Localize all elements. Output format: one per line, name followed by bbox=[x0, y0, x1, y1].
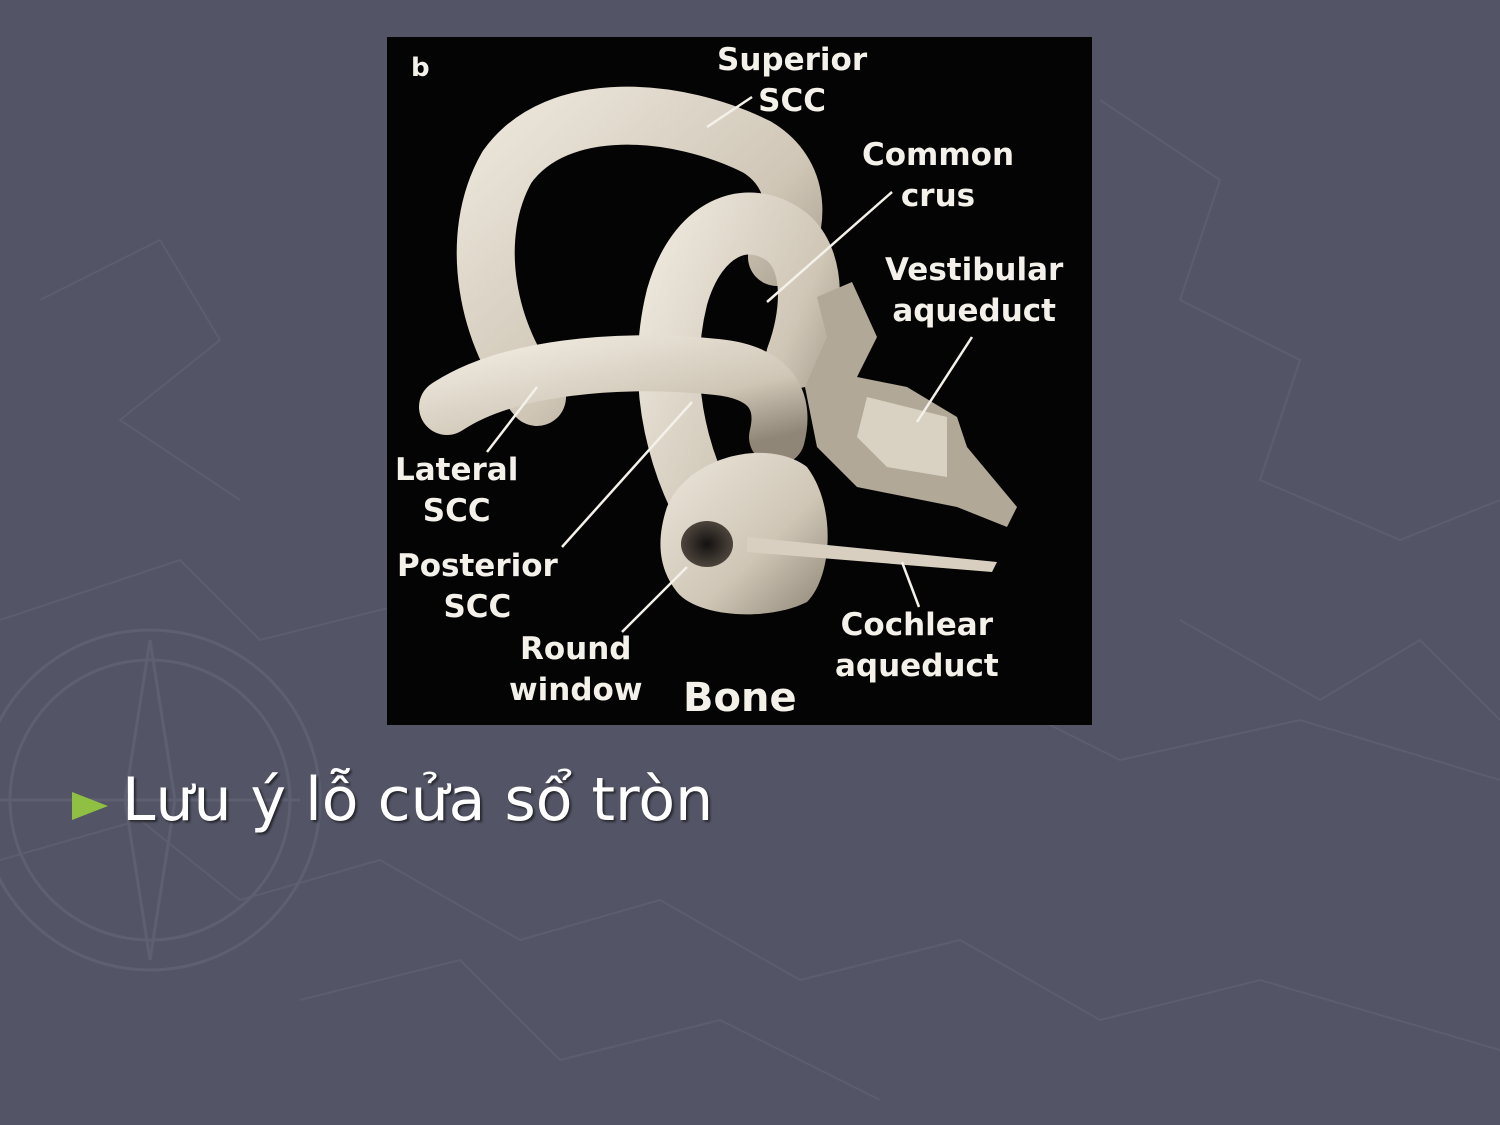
round-window-opening bbox=[681, 521, 733, 567]
inner-ear-illustration bbox=[419, 86, 1017, 633]
cochlear-aqueduct-shape bbox=[747, 537, 997, 572]
superior-canal-shape bbox=[456, 86, 823, 426]
posterior-canal-shape bbox=[637, 192, 840, 588]
vestibule-shape bbox=[660, 452, 828, 615]
lateral-canal-shape bbox=[419, 335, 808, 465]
triangle-bullet-icon bbox=[72, 792, 108, 820]
vestibular-aqueduct-shape bbox=[805, 282, 1017, 527]
panel-letter: b bbox=[411, 53, 430, 83]
bullet-text: Lưu ý lỗ cửa sổ tròn bbox=[122, 765, 714, 835]
figure-caption-bone: Bone bbox=[683, 675, 797, 721]
